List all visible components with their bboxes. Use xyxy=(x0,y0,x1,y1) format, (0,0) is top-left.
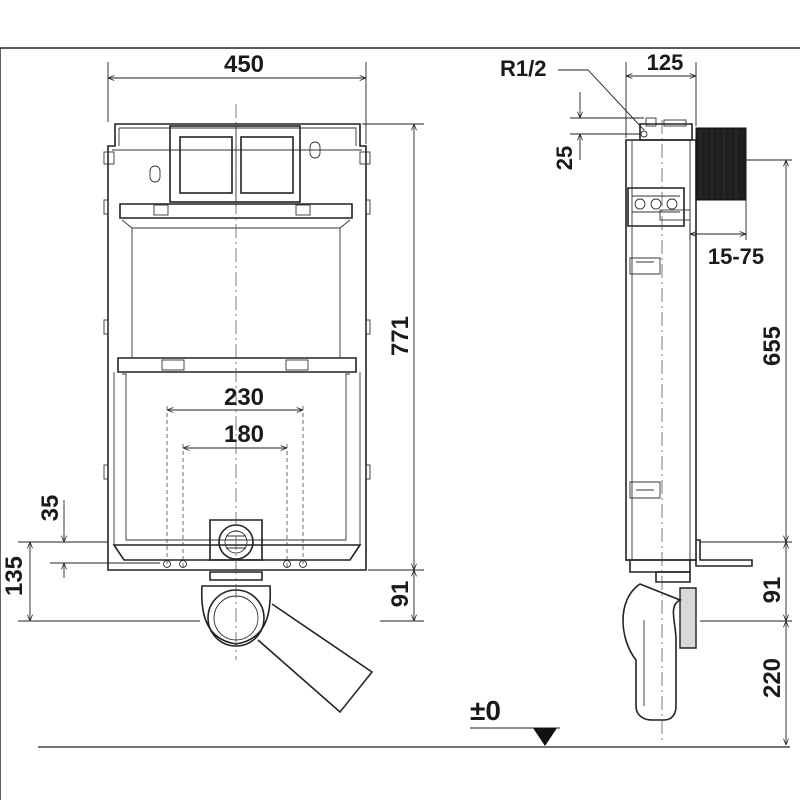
side-view-dimensions: R1/2 125 25 15-75 655 91 220 xyxy=(500,50,792,745)
adjustment-dimension: 15-75 xyxy=(708,244,764,269)
side-view xyxy=(622,117,753,740)
left-large-dimension: 135 xyxy=(1,556,28,596)
side-height-dimension: 655 xyxy=(759,326,786,366)
front-view xyxy=(103,104,374,714)
bottom-right-dimension: 91 xyxy=(387,581,414,608)
offset-dimension: 25 xyxy=(552,146,577,170)
thread-size-label: R1/2 xyxy=(500,56,546,81)
depth-dimension: 125 xyxy=(647,50,684,75)
drawing-frame xyxy=(0,47,800,800)
drain-height-dimension: 220 xyxy=(759,658,786,698)
side-bottom-dimension: 91 xyxy=(759,577,786,604)
level-triangle-icon xyxy=(533,728,557,746)
floor-level-label: ±0 xyxy=(470,695,501,726)
inner-spacing-dimension: 180 xyxy=(224,421,264,448)
height-dimension: 771 xyxy=(387,316,414,356)
width-dimension: 450 xyxy=(224,51,264,78)
left-small-dimension: 35 xyxy=(37,495,64,522)
front-view-dimensions: 450 771 230 180 35 135 91 xyxy=(1,51,424,622)
floor-level-marker: ±0 xyxy=(470,695,560,746)
outer-spacing-dimension: 230 xyxy=(224,384,264,411)
